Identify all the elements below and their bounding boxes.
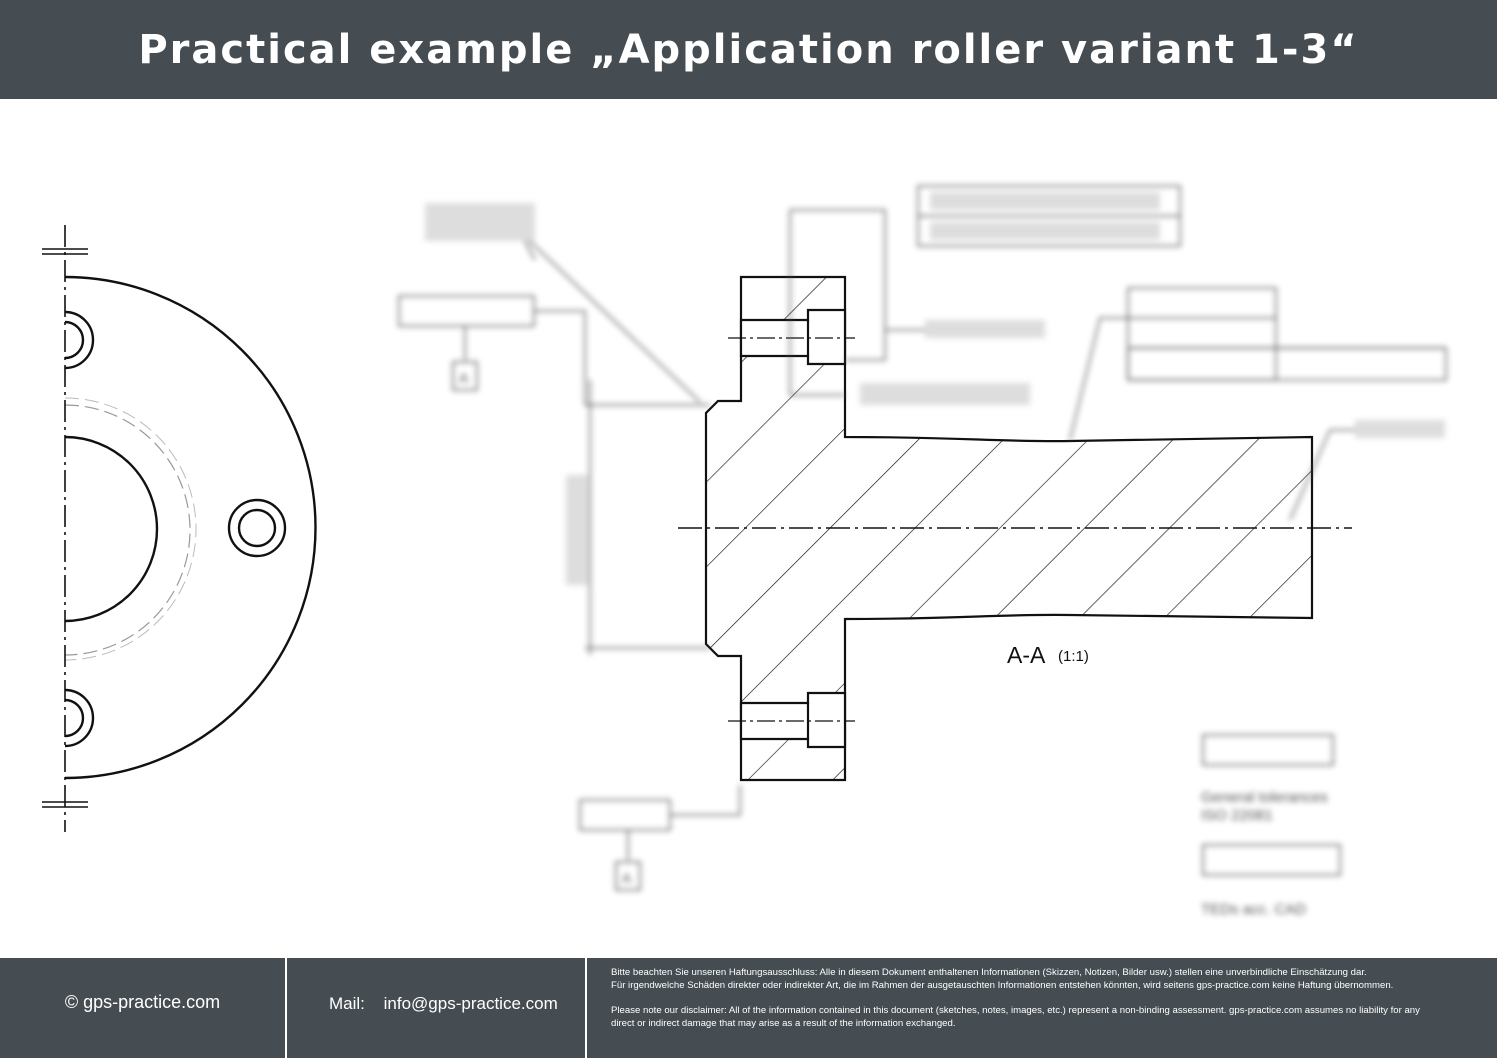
side-hole-inner: [237, 508, 277, 548]
disclaimer-german-line-1: Bitte beachten Sie unseren Haftungsaussc…: [611, 967, 1367, 978]
top-hole-outer: [64, 310, 95, 370]
general-tolerance-frame-1: [1202, 734, 1334, 766]
disclaimer-english: Please note our disclaimer: All of the i…: [611, 1005, 1481, 1030]
disclaimer-german: Bitte beachten Sie unseren Haftungsaussc…: [611, 967, 1481, 992]
bore-hidden-line-2: [64, 397, 197, 661]
top-hole-inner: [64, 320, 85, 360]
tolerance-frame-bottom: [579, 799, 671, 831]
datum-box-a-bottom: [615, 861, 641, 891]
disclaimer-english-line-2: direct or indirect damage that may arise…: [611, 1017, 956, 1029]
cad-note: TEDs acc. CAD: [1201, 901, 1306, 918]
title-bar: Practical example „Application roller va…: [0, 0, 1497, 99]
front-view: [42, 225, 317, 832]
page-title: Practical example „Application roller va…: [138, 26, 1359, 73]
bore-outline: [64, 435, 159, 623]
bottom-hole-inner: [64, 698, 85, 738]
blurred-notes: A A General tolerances ISO 22081 TEDs ac…: [459, 370, 1328, 918]
general-tolerances-label: General tolerances: [1201, 789, 1328, 806]
disclaimer: Bitte beachten Sie unseren Haftungsaussc…: [611, 967, 1481, 1043]
side-hole-outer: [227, 498, 287, 558]
disclaimer-german-line-2: Für irgendwelche Schäden direkter oder i…: [611, 979, 1394, 991]
tolerance-frame-right: [1127, 287, 1277, 381]
bore-hidden-line: [64, 404, 191, 656]
top-bolt-hole: [739, 308, 847, 366]
datum-box-a-top: [452, 361, 478, 391]
note-text-block: [425, 203, 535, 241]
general-tolerances-standard: ISO 22081: [1201, 807, 1273, 824]
general-tolerance-frame-2: [1202, 844, 1341, 876]
copyright-text: © gps-practice.com: [64, 992, 221, 1012]
blurred-annotations: [398, 185, 1447, 891]
mail-address-link[interactable]: info@gps-practice.com: [383, 994, 558, 1013]
footer: © gps-practice.com Mail: info@gps-practi…: [0, 958, 1497, 1058]
mail-contact: Mail: info@gps-practice.com: [329, 994, 558, 1014]
flange-outline: [64, 275, 317, 780]
section-label: A-A: [1007, 642, 1046, 668]
technical-drawing: A-A (1:1): [42, 185, 1447, 918]
bottom-bolt-hole: [739, 691, 847, 749]
section-body: [704, 275, 1314, 782]
disclaimer-english-line-1: Please note our disclaimer: All of the i…: [611, 1005, 1420, 1016]
footer-divider: [585, 958, 587, 1058]
mail-label: Mail:: [329, 994, 365, 1013]
bottom-hole-outer: [64, 688, 95, 748]
section-scale: (1:1): [1058, 648, 1089, 665]
tolerance-frame-left: [398, 295, 535, 327]
footer-divider: [285, 958, 287, 1058]
datum-label-bottom: A: [622, 870, 632, 886]
section-view: [678, 275, 1352, 782]
datum-label-top: A: [459, 370, 469, 386]
